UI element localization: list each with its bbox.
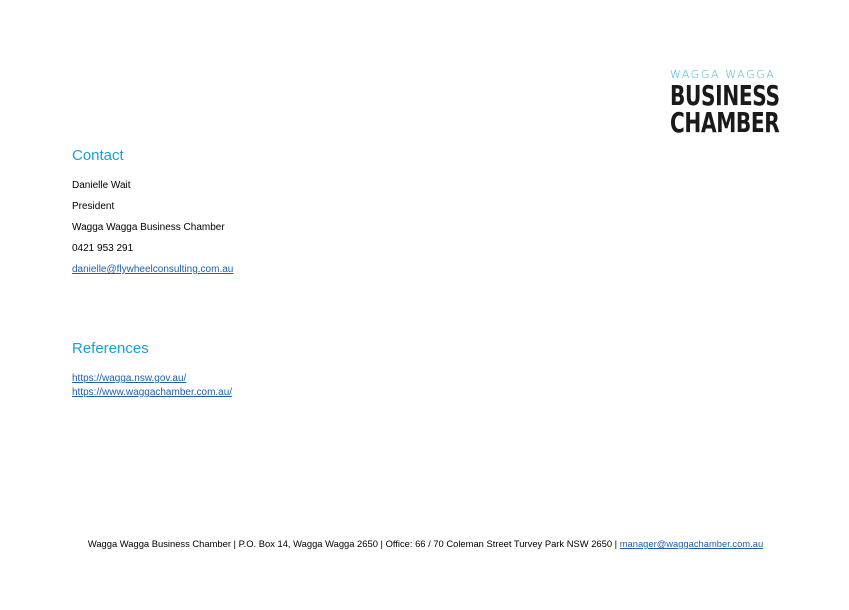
contact-heading: Contact (72, 147, 124, 164)
references-heading: References (72, 340, 149, 357)
contact-phone: 0421 953 291 (72, 243, 134, 254)
contact-title: President (72, 201, 115, 212)
contact-name: Danielle Wait (72, 180, 131, 191)
logo-line-1: BUSINESS (670, 79, 780, 112)
footer-address: Wagga Wagga Business Chamber | P.O. Box … (87, 538, 620, 549)
page-footer: Wagga Wagga Business Chamber | P.O. Box … (0, 538, 849, 549)
reference-item: https://www.waggachamber.com.au/ (72, 387, 232, 399)
reference-link-wagga-council[interactable]: https://wagga.nsw.gov.au/ (72, 373, 187, 384)
reference-link-chamber[interactable]: https://www.waggachamber.com.au/ (72, 387, 233, 398)
reference-item: https://wagga.nsw.gov.au/ (72, 373, 186, 385)
footer-email-link[interactable]: manager@waggachamber.com.au (619, 538, 764, 549)
logo-line-2: CHAMBER (670, 106, 780, 139)
contact-organisation: Wagga Wagga Business Chamber (72, 222, 225, 233)
logo-top-text: WAGGA WAGGA (670, 68, 776, 81)
contact-email-link[interactable]: danielle@flywheelconsulting.com.au (72, 264, 234, 275)
chamber-logo: WAGGA WAGGA BUSINESS CHAMBER (670, 68, 780, 139)
contact-email-line: danielle@flywheelconsulting.com.au (72, 264, 233, 276)
